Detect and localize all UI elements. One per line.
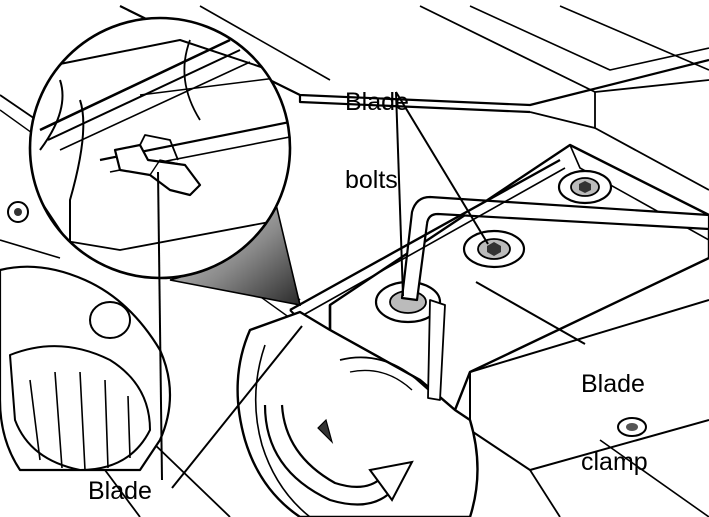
- blade-clamp-label-line2: clamp: [581, 448, 648, 476]
- blade-clamp-label: Blade clamp: [581, 319, 648, 517]
- blade-label: Blade: [88, 477, 152, 505]
- triangle-arrow-icon: [317, 418, 334, 445]
- blade-bolt-middle: [462, 229, 526, 269]
- blade-clamp-label-line1: Blade: [581, 370, 645, 398]
- blade-bolt-upper: [557, 169, 613, 205]
- adjustment-knob: [0, 201, 172, 472]
- small-screw-right: [617, 417, 647, 437]
- rotation-arrow-icon: [263, 404, 414, 506]
- leader-lines: [157, 91, 586, 489]
- blade-bolts-label-line2: bolts: [345, 166, 398, 194]
- blade-bolts-label-line1: Blade: [345, 88, 409, 116]
- hex-key-wrench-icon: [400, 195, 709, 302]
- blade-housing: [236, 299, 479, 517]
- blade-bolts-label: Blade bolts: [345, 37, 409, 245]
